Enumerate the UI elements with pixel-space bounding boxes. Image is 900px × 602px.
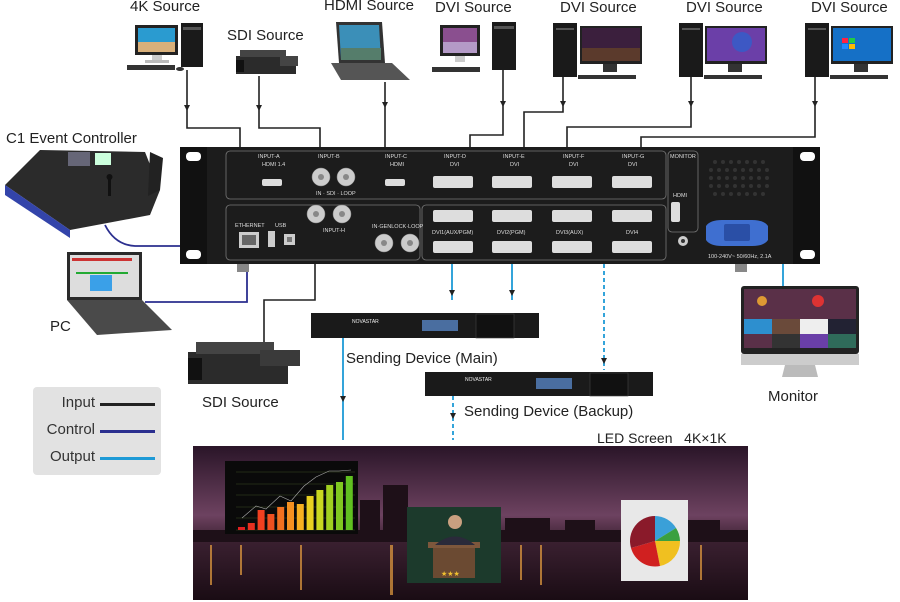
hdmi-source-laptop	[331, 22, 410, 80]
led-chart-bar	[287, 502, 294, 530]
svg-text:DVI: DVI	[628, 162, 638, 168]
line-controller	[104, 224, 250, 247]
label-c1-event-controller: C1 Event Controller	[6, 130, 137, 147]
dvi-source-pc-4	[805, 23, 893, 79]
svg-text:INPUT-A: INPUT-A	[258, 154, 280, 160]
led-chart-bar	[257, 510, 265, 530]
svg-text:HDMI: HDMI	[673, 193, 688, 199]
svg-text:INPUT-C: INPUT-C	[385, 154, 407, 160]
led-screen-title: LED Screen	[597, 430, 673, 446]
pc-laptop-device	[67, 252, 172, 335]
dvi-source-pc-1	[432, 22, 516, 72]
led-chart-bar	[296, 504, 304, 530]
led-bar-chart	[225, 461, 358, 534]
label-dvi-source-1: DVI Source	[435, 0, 512, 16]
svg-text:DVI4: DVI4	[626, 230, 638, 236]
svg-text:HDMI: HDMI	[390, 162, 405, 168]
label-dvi-source-3: DVI Source	[686, 0, 763, 16]
led-chart-bar	[267, 514, 275, 530]
svg-text:INPUT-D: INPUT-D	[444, 154, 466, 160]
led-chart-bar	[247, 523, 255, 530]
led-chart-bar	[306, 496, 314, 530]
led-chart-bar	[238, 527, 245, 530]
svg-text:HDMI 1.4: HDMI 1.4	[262, 162, 285, 168]
led-pie-chart	[621, 500, 688, 581]
label-dvi-source-2: DVI Source	[560, 0, 637, 16]
svg-text:IN·GENLOCK·LOOP: IN·GENLOCK·LOOP	[372, 224, 424, 230]
svg-text:INPUT-E: INPUT-E	[503, 154, 525, 160]
led-chart-bar	[336, 482, 343, 530]
svg-text:DVI3(AUX): DVI3(AUX)	[556, 230, 583, 236]
svg-text:IN · SDI · LOOP: IN · SDI · LOOP	[316, 191, 356, 197]
dvi-source-pc-2	[553, 23, 642, 79]
svg-text:DVI: DVI	[569, 162, 579, 168]
svg-text:INPUT-B: INPUT-B	[318, 154, 340, 160]
svg-text:INPUT-G: INPUT-G	[622, 154, 644, 160]
svg-text:USB: USB	[275, 223, 287, 229]
legend-item-input: Input	[33, 394, 161, 414]
dvi-source-pc-3	[679, 23, 767, 79]
legend-swatch-control	[100, 430, 155, 433]
svg-text:INPUT-F: INPUT-F	[563, 154, 585, 160]
svg-text:DVI: DVI	[450, 162, 460, 168]
led-screen-resolution: 4K×1K	[684, 430, 727, 446]
label-monitor: Monitor	[768, 388, 819, 405]
svg-text:MONITOR: MONITOR	[670, 154, 696, 160]
label-sending-device-backup: Sending Device (Backup)	[464, 403, 634, 420]
c1-event-controller-device	[5, 150, 163, 238]
label-hdmi-source: HDMI Source	[324, 0, 415, 14]
svg-text:DVI1(AUX/PGM): DVI1(AUX/PGM)	[432, 230, 473, 236]
led-chart-bar	[326, 485, 334, 530]
label-pc: PC	[50, 318, 71, 335]
label-sending-device-main: Sending Device (Main)	[346, 350, 498, 367]
label-4k-source: 4K Source	[130, 0, 201, 15]
legend-swatch-output	[100, 457, 155, 460]
led-chart-bar	[277, 507, 285, 530]
svg-text:ETHERNET: ETHERNET	[235, 223, 265, 229]
legend-label-control: Control	[46, 421, 95, 438]
monitor-device	[741, 286, 859, 377]
legend-item-control: Control	[33, 421, 161, 441]
legend-item-output: Output	[33, 448, 161, 468]
legend-label-output: Output	[49, 448, 95, 465]
svg-text:DVI2(PGM): DVI2(PGM)	[497, 230, 526, 236]
led-speaker-image: ★★★	[407, 507, 501, 583]
label-dvi-source-4: DVI Source	[811, 0, 888, 16]
legend-label-input: Input	[61, 394, 95, 411]
led-screen: ★★★	[193, 446, 748, 600]
legend-swatch-input	[100, 403, 155, 406]
4k-source-pc	[127, 23, 203, 71]
svg-text:NOVASTAR: NOVASTAR	[352, 319, 379, 325]
input-arrows	[184, 101, 818, 111]
sdi-source-camcorder-top	[236, 50, 298, 74]
label-sdi-source-top: SDI Source	[227, 27, 304, 44]
svg-text:DVI: DVI	[510, 162, 520, 168]
svg-text:NOVASTAR: NOVASTAR	[465, 377, 492, 383]
led-chart-bar	[345, 476, 353, 530]
svg-text:★★★: ★★★	[441, 570, 460, 578]
svg-text:100-240V~ 50/60Hz, 2.1A: 100-240V~ 50/60Hz, 2.1A	[708, 254, 772, 260]
label-led-screen: LED Screen 4K×1K	[597, 430, 727, 446]
video-processor-rear-panel: INPUT-A HDMI 1.4 INPUT-B IN · SDI · LOOP I…	[180, 147, 820, 272]
svg-text:INPUT-H: INPUT-H	[323, 228, 345, 234]
legend: Input Control Output	[33, 387, 161, 475]
sending-device-main: NOVASTAR	[311, 313, 539, 339]
sdi-source-camcorder-bottom	[188, 342, 300, 384]
led-chart-bar	[316, 490, 324, 530]
sending-device-backup: NOVASTAR	[425, 372, 653, 397]
label-sdi-source-bottom: SDI Source	[202, 394, 279, 411]
